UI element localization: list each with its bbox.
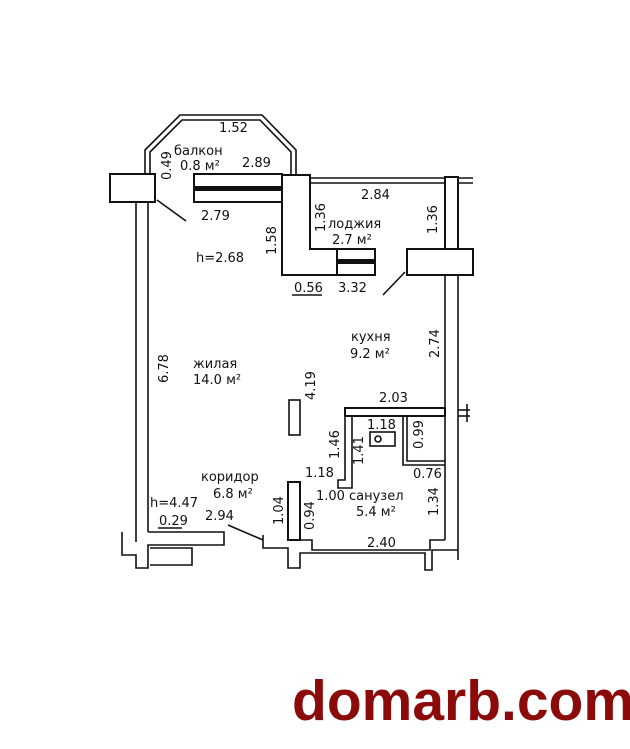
dim: 0.76: [413, 467, 442, 482]
bottom-wall-left: [121, 531, 225, 569]
dim: 0.56: [294, 281, 323, 296]
corridor-partition: [287, 481, 301, 541]
watermark-logo: domarb.com: [292, 669, 630, 733]
dim: 1.18: [367, 418, 396, 433]
loggia-window-glass: [337, 259, 375, 264]
corridor-area: 6.8 м²: [213, 487, 253, 502]
dim: 1.34: [427, 487, 442, 516]
corridor-pointer: [227, 524, 264, 541]
balcony-name: балкон: [174, 144, 223, 159]
dim: 1.58: [265, 226, 280, 255]
dim: 1.04: [272, 496, 287, 525]
bottom-wall-left-2: [150, 547, 193, 566]
dim: 2.89: [242, 156, 271, 171]
dim: 1.18: [305, 466, 334, 481]
height-corridor: h=4.47: [150, 496, 198, 511]
dim: 4.19: [304, 371, 319, 400]
toilet: [369, 431, 396, 447]
dim: 1.00: [316, 489, 345, 504]
balcony-area: 0.8 м²: [180, 159, 220, 174]
dim: 2.84: [361, 188, 390, 203]
bottom-wall-right: [262, 535, 458, 571]
dim: 0.49: [160, 151, 175, 180]
loggia-door: [382, 271, 406, 296]
dim: 2.03: [379, 391, 408, 406]
shower-box: [402, 416, 445, 466]
bathroom-bottom-inner: [300, 539, 445, 551]
bathroom-name: санузел: [349, 489, 404, 504]
bathroom-area: 5.4 м²: [356, 505, 396, 520]
dim: 6.78: [157, 354, 172, 383]
dim: 2.40: [367, 536, 396, 551]
dim: 3.32: [338, 281, 367, 296]
balcony-outline: [144, 114, 297, 175]
dim: 0.29: [159, 514, 188, 529]
loggia-area: 2.7 м²: [332, 233, 372, 248]
dim: 2.74: [428, 329, 443, 358]
dim: 1.36: [426, 205, 441, 234]
right-wall-block: [406, 248, 474, 276]
dim: 2.79: [201, 209, 230, 224]
kitchen-name: кухня: [351, 330, 391, 345]
kitchen-area: 9.2 м²: [350, 347, 390, 362]
dim: 1.46: [328, 430, 343, 459]
height-main: h=2.68: [196, 251, 244, 266]
loggia-name: лоджия: [328, 217, 381, 232]
dim: 1.36: [314, 203, 329, 232]
shower-box-inner: [406, 416, 445, 462]
balcony-door: [156, 199, 187, 222]
bathroom-left-wall: [337, 416, 353, 489]
balcony-window-glass: [194, 186, 282, 191]
dim: 0.99: [412, 420, 427, 449]
dim: 1.52: [219, 121, 248, 136]
corridor-name: коридор: [201, 470, 259, 485]
bathroom-top-wall: [344, 407, 446, 417]
right-pillar: [444, 176, 459, 250]
living-name: жилая: [193, 357, 237, 372]
column-marker: [288, 399, 301, 436]
toilet-bowl: [374, 435, 382, 443]
living-area: 14.0 м²: [193, 373, 241, 388]
dim: 2.94: [205, 509, 234, 524]
balcony-outline-inner: [149, 119, 292, 175]
dim: 0.94: [303, 501, 318, 530]
dim: 1.41: [352, 436, 367, 465]
left-wall-stub: [109, 173, 156, 203]
